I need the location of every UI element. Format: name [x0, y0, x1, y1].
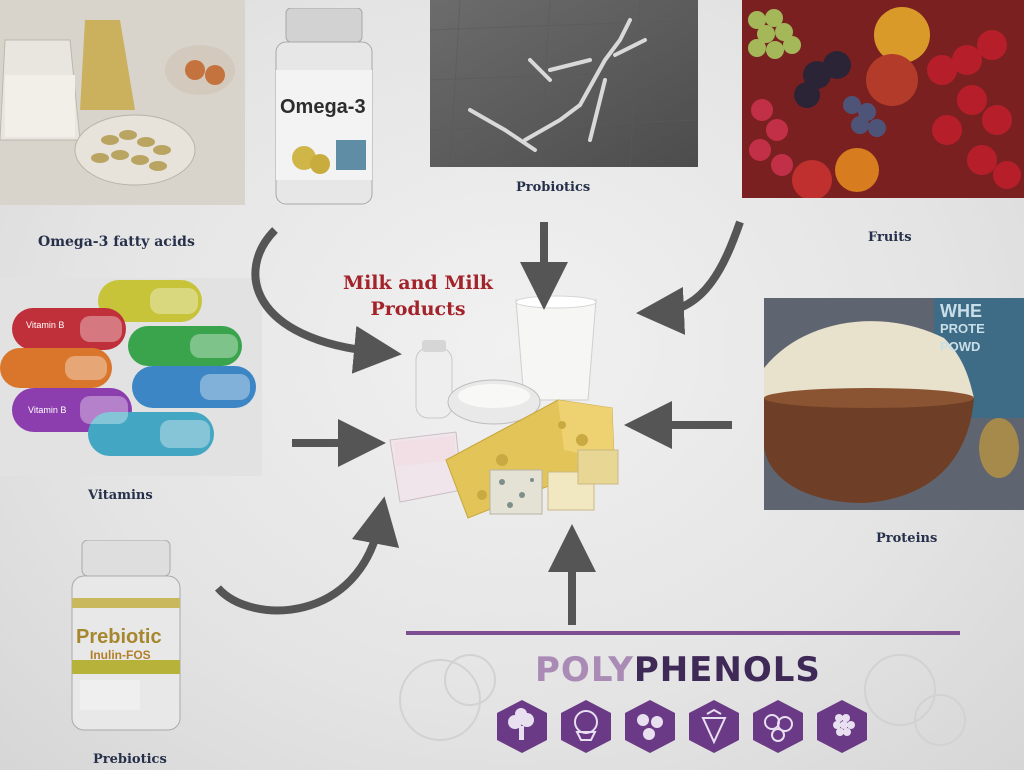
- brussels-sprouts-icon: [625, 700, 675, 753]
- polyphenols-title-part1: POLY: [535, 650, 634, 690]
- polyphenols-title-part2: PHENOLS: [633, 650, 821, 690]
- protein-bag-line-1: WHE: [940, 301, 982, 321]
- polyphenols-icon-row: [497, 698, 877, 758]
- omega3-image: [0, 0, 245, 205]
- vitamin-capsule-text-1: Vitamin B: [26, 320, 65, 330]
- prebiotic-bottle-title: Prebiotic: [76, 626, 162, 648]
- prebiotic-bottle-subtitle: Inulin-FOS: [90, 648, 151, 662]
- dairy-image: [382, 290, 630, 530]
- fruits-image: [742, 0, 1024, 198]
- vitamins-image: Vitamin B Vitamin B: [0, 278, 262, 476]
- omega3-bottle: Omega-3: [272, 8, 376, 206]
- arrow-from-fruits: [636, 220, 744, 335]
- blueberry-icon: [753, 700, 803, 753]
- strawberry-icon: [689, 700, 739, 753]
- prebiotics-bottle: Prebiotic Inulin-FOS: [70, 540, 182, 732]
- center-title: Milk and Milk Products: [343, 272, 493, 320]
- omega3-bottle-text: Omega-3: [280, 96, 366, 118]
- vitamins-label: Vitamins: [88, 488, 153, 503]
- broccoli-icon: [497, 700, 547, 753]
- cauliflower-icon: [561, 700, 611, 753]
- polyphenols-title: POLYPHENOLS: [535, 650, 821, 690]
- prebiotics-label: Prebiotics: [93, 752, 167, 767]
- probiotics-top-label: Probiotics: [516, 180, 591, 195]
- polyphenols-divider: [406, 631, 960, 635]
- fruits-label: Fruits: [868, 230, 912, 245]
- protein-bag-text: WHE PROTE POWD: [940, 302, 985, 356]
- proteins-label: Proteins: [876, 531, 938, 546]
- vitamin-capsule-text-2: Vitamin B: [28, 405, 67, 415]
- probiotics-image: [430, 0, 698, 167]
- arrow-from-prebiotics: [214, 496, 400, 615]
- proteins-image: WHE PROTE POWD: [764, 298, 1024, 510]
- blackberry-icon: [817, 700, 867, 753]
- protein-bag-line-3: POWD: [940, 339, 981, 354]
- protein-bag-line-2: PROTE: [940, 321, 985, 336]
- omega3-label: Omega-3 fatty acids: [38, 234, 195, 250]
